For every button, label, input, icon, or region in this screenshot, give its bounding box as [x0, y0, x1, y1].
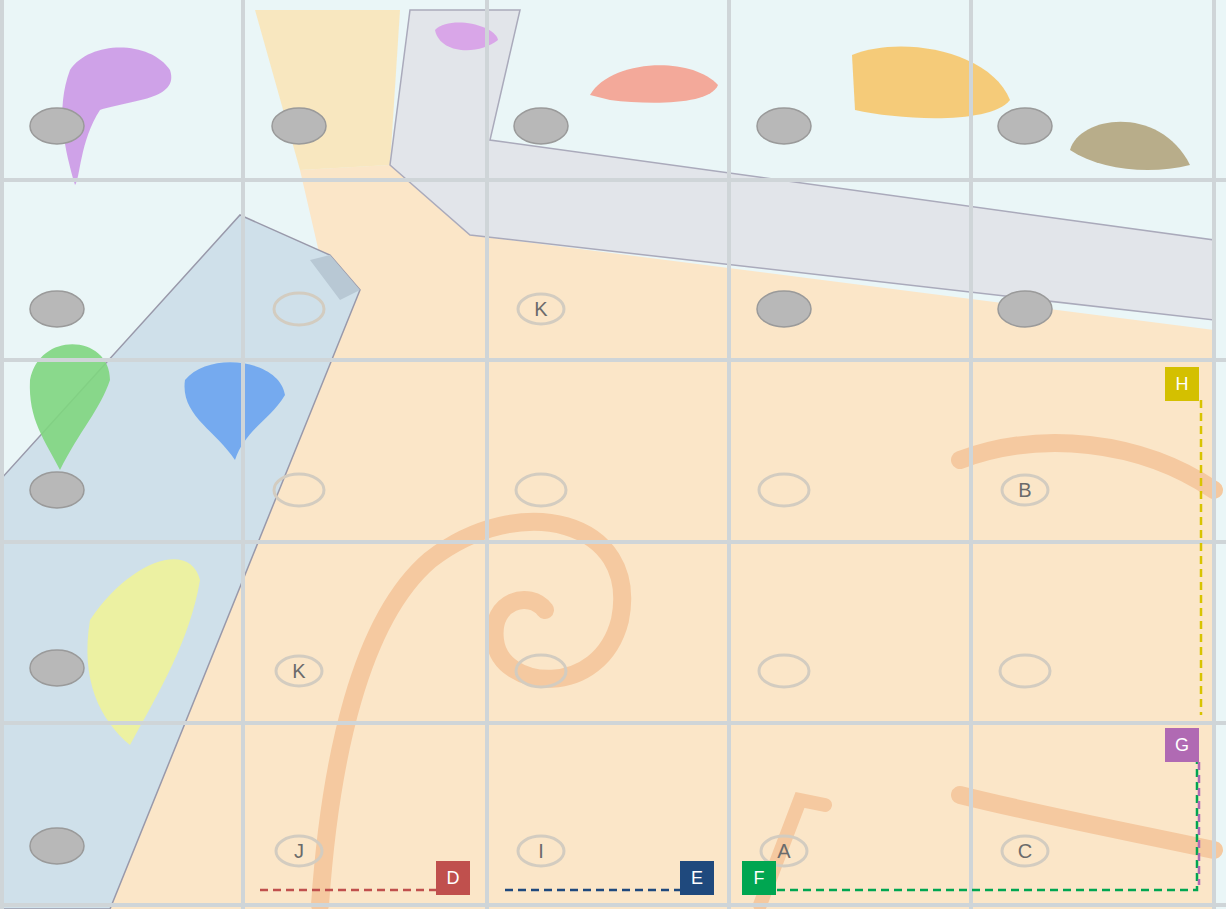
route-letter: D	[447, 869, 460, 887]
labelled-hold: C	[1000, 834, 1050, 868]
labelled-hold: B	[1000, 473, 1050, 507]
route-letter: G	[1175, 736, 1189, 754]
labelled-hold: K	[516, 292, 566, 326]
hold-letter: C	[1018, 841, 1032, 861]
labelled-hold: K	[274, 654, 324, 688]
labelled-hold: I	[516, 834, 566, 868]
route-tag: E	[680, 861, 714, 895]
route-tag: F	[742, 861, 776, 895]
route-letter: F	[754, 869, 765, 887]
hold-letter: J	[294, 841, 304, 861]
hold-letter: K	[292, 661, 305, 681]
hold-letter: A	[777, 841, 790, 861]
route-letter: E	[691, 869, 703, 887]
hold-letter: I	[538, 841, 544, 861]
route-tag: D	[436, 861, 470, 895]
hold-letter: K	[534, 299, 547, 319]
route-letter: H	[1176, 375, 1189, 393]
route-tag: H	[1165, 367, 1199, 401]
route-tag: G	[1165, 728, 1199, 762]
labelled-hold: J	[274, 834, 324, 868]
hold-letter: B	[1018, 480, 1031, 500]
